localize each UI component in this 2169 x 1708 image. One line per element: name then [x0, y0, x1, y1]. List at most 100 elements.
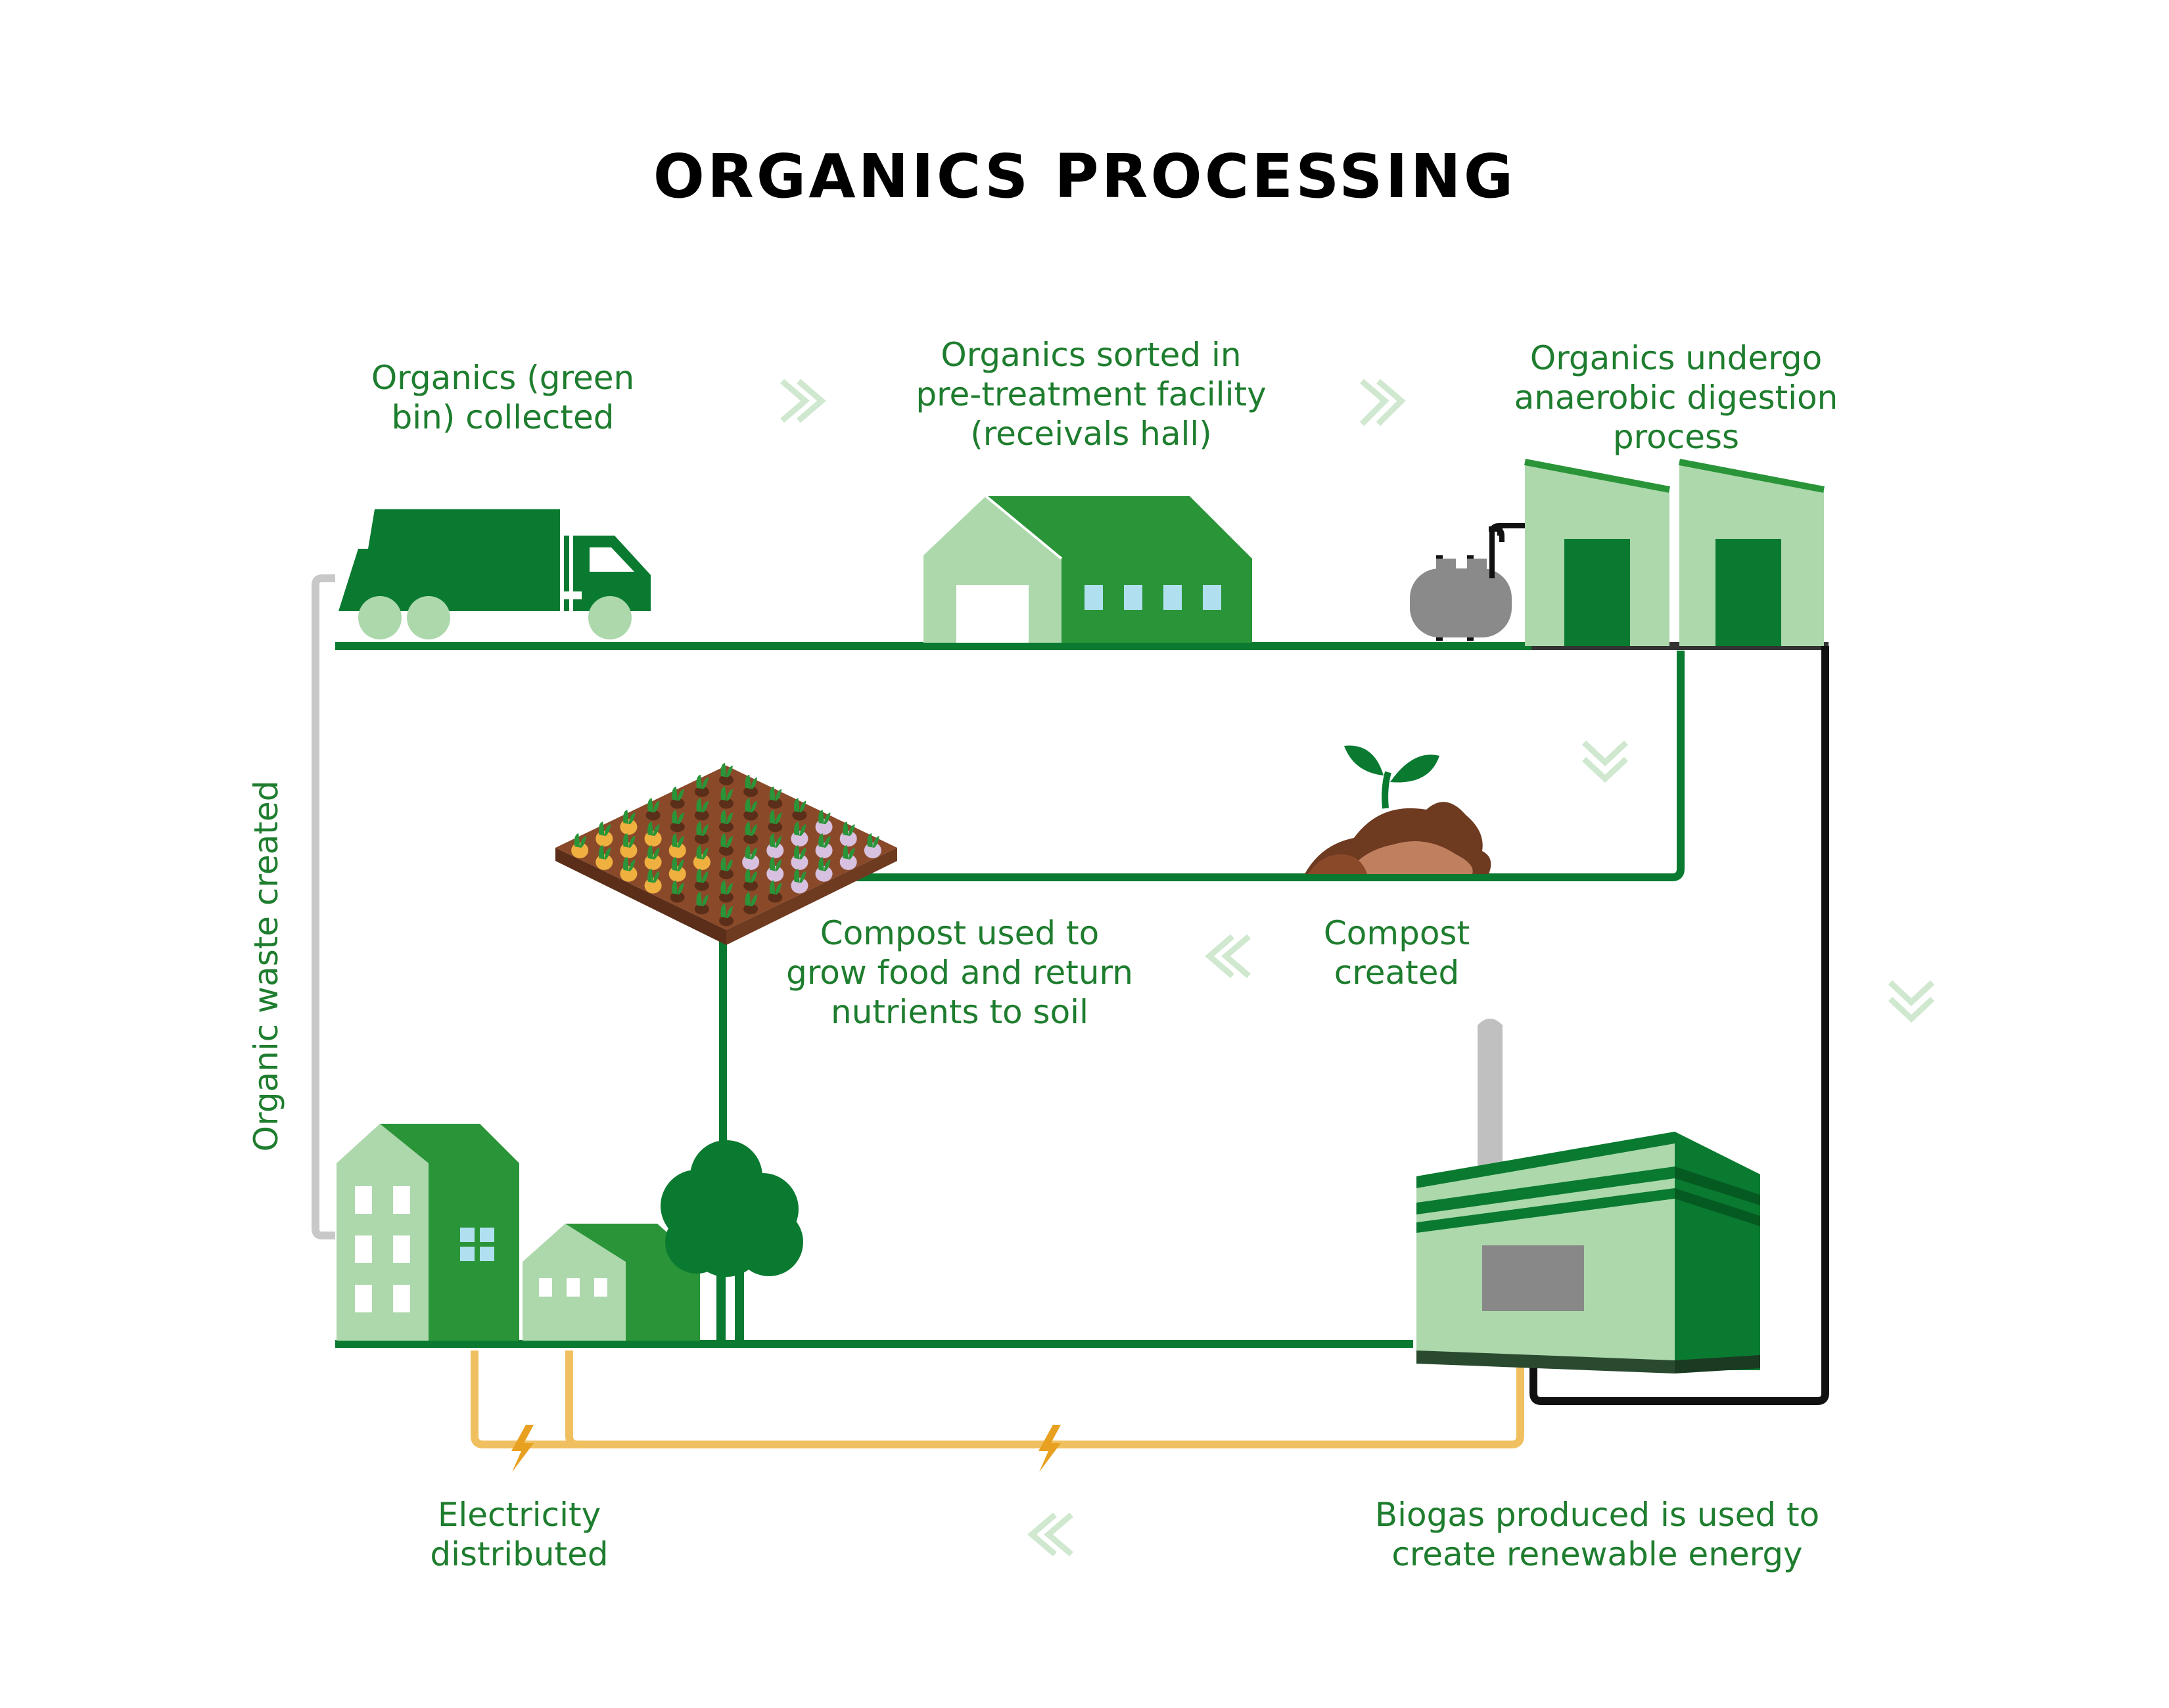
crop-leaf — [598, 844, 611, 860]
crop-leaf — [720, 856, 733, 871]
digester-building-icon — [1524, 459, 1670, 646]
crop-mound — [768, 798, 783, 809]
crop-leaf — [867, 833, 879, 848]
crop-mound — [766, 842, 784, 858]
lightning-bolt-icon — [511, 1425, 534, 1472]
crop-leaf — [647, 844, 660, 860]
crop-mound — [766, 866, 784, 882]
crop-mound — [644, 831, 662, 847]
crop-leaf — [745, 774, 758, 789]
crop-leaf — [672, 810, 684, 825]
crop-mound — [791, 854, 808, 870]
crop-leaf — [696, 798, 709, 813]
chevron-icon — [1581, 740, 1629, 783]
crop-leaf — [720, 833, 733, 848]
page-title: ORGANICS PROCESSING — [653, 141, 1516, 212]
crop-mound — [719, 892, 734, 903]
crop-mound — [815, 819, 833, 835]
crop-mound — [768, 892, 783, 903]
crop-mound — [719, 845, 734, 856]
crop-leaf — [672, 880, 684, 895]
step-compost-created-label: Compost created — [1323, 914, 1470, 992]
crop-leaf — [720, 904, 733, 919]
crop-mound — [670, 821, 685, 833]
crop-mound — [743, 810, 758, 821]
crop-mound — [815, 842, 833, 858]
electricity-line-1 — [471, 1350, 1524, 1448]
crop-mound — [694, 810, 709, 821]
crop-leaf — [696, 821, 709, 837]
power-plant-icon — [1416, 1019, 1760, 1373]
crop-mound — [742, 854, 760, 870]
crop-mound — [670, 892, 685, 903]
crop-leaf — [745, 821, 758, 837]
crop-mound — [791, 831, 808, 847]
house-icon — [523, 1224, 700, 1341]
crop-mound — [644, 877, 662, 894]
chevron-icon — [1359, 379, 1406, 427]
crop-leaf — [623, 856, 636, 871]
crop-leaf — [720, 762, 733, 777]
compost-flow-line — [841, 651, 1685, 881]
crop-leaf — [720, 786, 733, 801]
crop-mound — [620, 819, 638, 835]
chevron-icon — [780, 379, 826, 423]
crop-leaf — [647, 798, 660, 813]
crop-mound — [620, 866, 638, 882]
step-sorted-label: Organics sorted in pre-treatment facilit… — [916, 336, 1267, 453]
crop-mound — [743, 904, 758, 915]
crop-mound — [768, 821, 783, 833]
crop-leaf — [794, 844, 806, 860]
crop-leaf — [696, 774, 709, 789]
crop-leaf — [818, 810, 831, 825]
chevron-icon — [1027, 1512, 1073, 1557]
crop-mound — [719, 868, 734, 879]
crop-mound — [719, 915, 734, 927]
crop-mound — [694, 833, 709, 844]
crop-leaf — [672, 786, 684, 801]
crop-leaf — [794, 868, 806, 883]
crop-field-icon — [555, 762, 897, 945]
crop-leaf — [623, 810, 636, 825]
digester-building-icon — [1679, 459, 1825, 646]
crop-mound — [668, 842, 686, 858]
crop-mound — [595, 854, 613, 870]
crop-leaf — [769, 810, 782, 825]
crop-leaf — [818, 856, 831, 871]
soil-mound-icon — [1305, 802, 1491, 874]
waste-flow-line — [312, 574, 335, 1239]
crop-leaf — [672, 856, 684, 871]
crop-mound — [815, 866, 833, 882]
crop-leaf — [598, 821, 611, 837]
crop-leaf — [769, 880, 782, 895]
electricity-line-2 — [565, 1350, 657, 1448]
crop-leaf — [843, 844, 855, 860]
crop-mound — [864, 842, 881, 858]
crop-mound — [694, 786, 709, 797]
crop-leaf — [623, 833, 636, 848]
crop-leaf — [647, 868, 660, 883]
crop-mound — [839, 854, 857, 870]
crop-leaf — [745, 892, 758, 907]
apartment-icon — [337, 1124, 519, 1341]
crop-mound — [694, 880, 709, 891]
crop-leaf — [745, 844, 758, 860]
crop-mound — [571, 842, 589, 858]
crop-mound — [693, 854, 711, 870]
crop-leaf — [745, 868, 758, 883]
crop-leaf — [843, 821, 855, 837]
crop-leaf — [769, 833, 782, 848]
crop-leaf — [769, 856, 782, 871]
crop-mound — [743, 833, 758, 844]
crop-mound — [670, 798, 685, 809]
crop-leaf — [794, 821, 806, 837]
crop-leaf — [720, 810, 733, 825]
crop-leaf — [696, 844, 709, 860]
chevron-icon — [1205, 934, 1251, 979]
chevron-icon — [1888, 980, 1935, 1023]
crop-leaf — [696, 868, 709, 883]
crop-leaf — [574, 833, 587, 848]
biogas-flow-line — [1529, 646, 1829, 1405]
tree-icon — [661, 1140, 803, 1341]
